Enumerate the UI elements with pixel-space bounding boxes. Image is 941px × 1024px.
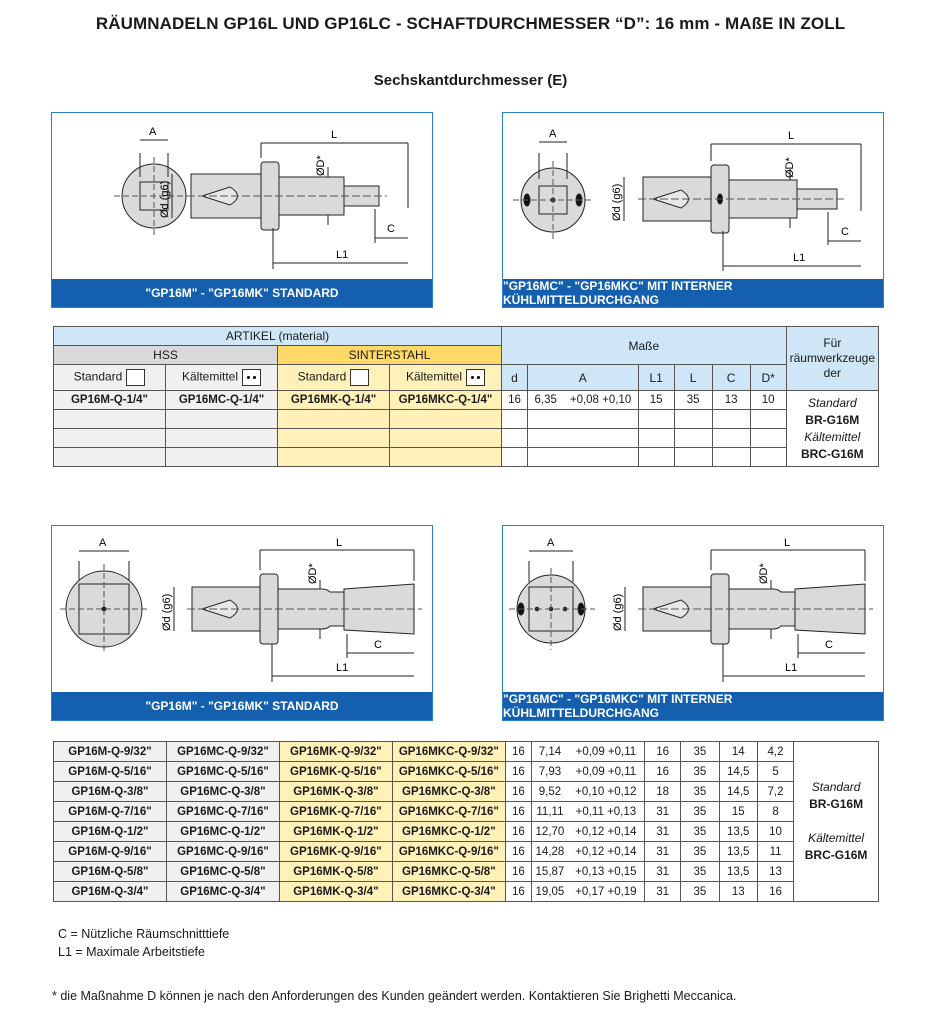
table-row: GP16M-Q-3/4"GP16MC-Q-3/4"GP16MK-Q-3/4"GP… [53, 881, 879, 902]
dim-dg6-label: Ød (g6) [159, 181, 171, 218]
dim-c-label: C [374, 639, 382, 651]
broach-drawing: A L ØD* Ød (g6) C L1 [114, 126, 409, 269]
table-row: GP16M-Q-5/8"GP16MC-Q-5/8"GP16MK-Q-5/8"GP… [53, 861, 879, 882]
dim-l1-label: L1 [785, 662, 797, 674]
dim-a-label: A [547, 537, 555, 549]
dim-dg6-label: Ød (g6) [611, 184, 623, 221]
article-table-top: ARTIKEL (material) Maße Für räumwerkzeug… [53, 326, 880, 467]
dim-l-label: L [336, 537, 342, 549]
dim-a-label: A [149, 126, 157, 138]
drawing-panel-standard-bottom: A L ØD* Ød (g6) C L1 "GP16M" - "GP16MK" … [51, 525, 433, 721]
page-title: RÄUMNADELN GP16L UND GP16LC - SCHAFTDURC… [95, 14, 846, 33]
dim-dg6-label: Ød (g6) [612, 594, 624, 631]
table-row: GP16M-Q-1/4" GP16MC-Q-1/4" GP16MK-Q-1/4"… [53, 390, 880, 467]
broach-drawing: A L ØD* Ød (g6) C L1 [60, 537, 422, 682]
drawing-panel-coolant-top: A L ØD* Ød (g6) C L1 "GP16MC" - "GP16MKC… [502, 112, 884, 308]
dim-dstar-label: ØD* [307, 563, 319, 585]
legend-c: C = Nützliche Räumschnitttiefe [58, 927, 230, 941]
table-row [53, 428, 879, 448]
hss-header: HSS [53, 345, 278, 365]
col-d: d [501, 364, 528, 391]
panel-caption: "GP16MC" - "GP16MKC" MIT INTERNER KÜHLMI… [503, 692, 883, 720]
dim-dg6-label: Ød (g6) [161, 594, 173, 631]
dim-l1-label: L1 [336, 249, 348, 261]
sinter-standard-header: Standard [277, 364, 390, 391]
col-c: C [711, 364, 751, 391]
dim-l-label: L [784, 537, 790, 549]
fuer-header: Für räumwerkzeuge der [785, 326, 880, 391]
dim-l-label: L [788, 130, 794, 142]
dim-l1-label: L1 [336, 662, 348, 674]
standard-box-icon [350, 369, 370, 386]
col-l: L [673, 364, 713, 391]
drawing-panel-coolant-bottom: A L ØD* Ød (g6) C L1 "GP16MC" - "GP16MKC… [502, 525, 884, 721]
dim-l1-label: L1 [793, 252, 805, 264]
drawing-panel-standard-top: A L ØD* Ød (g6) C L1 "GP16M" - "GP16MK" … [51, 112, 433, 308]
table-row: GP16M-Q-9/32"GP16MC-Q-9/32"GP16MK-Q-9/32… [53, 741, 879, 902]
table-row: GP16M-Q-9/16"GP16MC-Q-9/16"GP16MK-Q-9/16… [53, 841, 879, 862]
table-row: GP16M-Q-5/16"GP16MC-Q-5/16"GP16MK-Q-5/16… [53, 761, 879, 782]
artikel-header: ARTIKEL (material) [53, 326, 502, 346]
dim-c-label: C [387, 223, 395, 235]
sinter-header: SINTERSTAHL [277, 345, 502, 365]
panel-caption: "GP16M" - "GP16MK" STANDARD [52, 279, 432, 307]
sinter-kaelte-header: Kältemittel [389, 364, 502, 391]
table-row [53, 409, 879, 429]
dim-dstar-label: ØD* [784, 157, 796, 179]
coolant-dots-icon [242, 369, 262, 386]
coolant-dots-icon [466, 369, 486, 386]
table-row: GP16M-Q-1/2"GP16MC-Q-1/2"GP16MK-Q-1/2"GP… [53, 821, 879, 842]
table-row: GP16M-Q-3/8"GP16MC-Q-3/8"GP16MK-Q-3/8"GP… [53, 781, 879, 802]
standard-box-icon [126, 369, 146, 386]
dim-c-label: C [825, 639, 833, 651]
dim-c-label: C [841, 226, 849, 238]
hss-kaelte-header: Kältemittel [165, 364, 278, 391]
hss-standard-header: Standard [53, 364, 166, 391]
dim-a-label: A [549, 128, 557, 140]
table-row: GP16M-Q-7/16"GP16MC-Q-7/16"GP16MK-Q-7/16… [53, 801, 879, 822]
footnote: * die Maßnahme D können je nach den Anfo… [52, 989, 737, 1003]
table-row [53, 447, 879, 467]
col-dstar: D* [749, 364, 787, 391]
panel-caption: "GP16MC" - "GP16MKC" MIT INTERNER KÜHLMI… [503, 279, 883, 307]
dim-a-label: A [99, 537, 107, 549]
broach-drawing: A L ØD* Ød (g6) C L1 [509, 537, 873, 682]
col-l1: L1 [637, 364, 675, 391]
dim-l-label: L [331, 129, 337, 141]
broach-drawing: A L ØD* Ød (g6) C L1 [513, 128, 862, 271]
article-table-bottom: GP16M-Q-9/32"GP16MC-Q-9/32"GP16MK-Q-9/32… [53, 741, 879, 902]
col-a: A [527, 364, 639, 391]
masse-header: Maße [501, 326, 787, 365]
dim-dstar-label: ØD* [315, 155, 327, 177]
dim-dstar-label: ØD* [758, 563, 770, 585]
panel-caption: "GP16M" - "GP16MK" STANDARD [52, 692, 432, 720]
legend-l1: L1 = Maximale Arbeitstiefe [58, 945, 205, 959]
page-subtitle: Sechskantdurchmesser (E) [373, 72, 568, 89]
